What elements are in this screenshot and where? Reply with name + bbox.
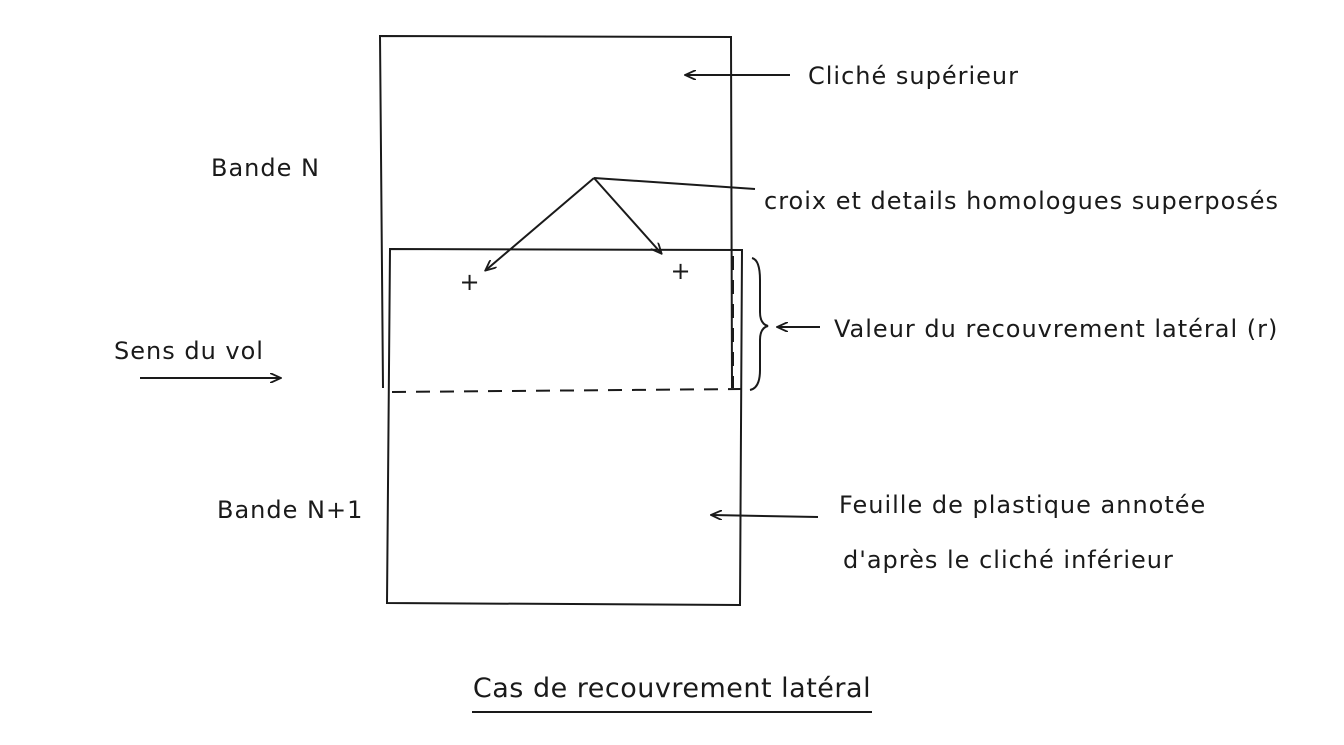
homologous-arrow-left	[486, 177, 595, 270]
lower-photo-frame	[385, 247, 744, 607]
diagram-caption: Cas de recouvrement latéral	[473, 673, 871, 704]
homologous-arrow-right	[593, 177, 661, 253]
overlap-brace	[749, 257, 769, 391]
overlap-value-label: Valeur du recouvrement latéral (r)	[834, 315, 1278, 343]
flight-direction-label: Sens du vol	[114, 337, 264, 365]
band-n1-label: Bande N+1	[217, 496, 363, 524]
upper-photo-frame	[378, 34, 733, 389]
plastic-sheet-arrow	[712, 515, 819, 517]
band-n-label: Bande N	[211, 154, 320, 182]
cross-marker-left: +	[459, 268, 480, 296]
cross-marker-right: +	[670, 257, 691, 285]
homologous-details-label: croix et details homologues superposés	[764, 187, 1279, 215]
overlap-bottom-dashed-line	[391, 388, 743, 393]
plastic-sheet-label-line2: d'après le cliché inférieur	[843, 546, 1174, 574]
plastic-sheet-label-line1: Feuille de plastique annotée	[839, 491, 1206, 519]
homologous-leader-line	[593, 177, 756, 190]
top-photo-label: Cliché supérieur	[808, 62, 1019, 90]
